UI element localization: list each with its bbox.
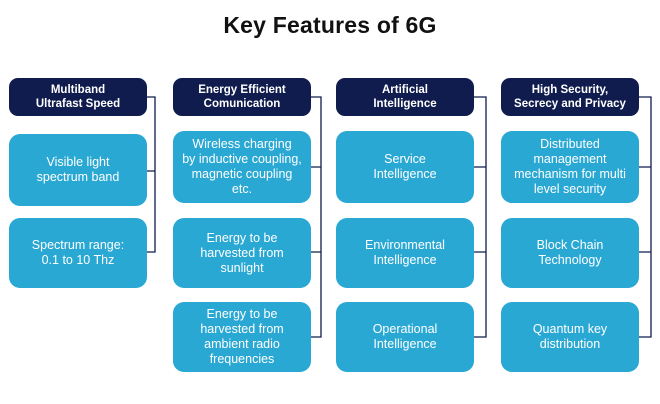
header-high-security: High Security, Secrecy and Privacy [501, 78, 639, 116]
card-quantum-key-distribution: Quantum key distribution [501, 302, 639, 372]
card-energy-sunlight: Energy to be harvested from sunlight [173, 218, 311, 288]
connector-col-3 [474, 96, 487, 338]
connector-col-1 [147, 96, 156, 253]
card-block-chain-technology: Block Chain Technology [501, 218, 639, 288]
connector-col-2 [311, 96, 322, 338]
header-energy-efficient-communication: Energy Efficient Comunication [173, 78, 311, 116]
header-artificial-intelligence: Artificial Intelligence [336, 78, 474, 116]
card-service-intelligence: Service Intelligence [336, 131, 474, 203]
connector-col-4 [639, 96, 652, 338]
card-visible-light-spectrum: Visible light spectrum band [9, 134, 147, 206]
card-spectrum-range: Spectrum range: 0.1 to 10 Thz [9, 218, 147, 288]
header-multiband-ultrafast-speed: Multiband Ultrafast Speed [9, 78, 147, 116]
card-energy-radio-frequencies: Energy to be harvested from ambient radi… [173, 302, 311, 372]
card-wireless-charging: Wireless charging by inductive coupling,… [173, 131, 311, 203]
page-title: Key Features of 6G [223, 12, 437, 38]
card-operational-intelligence: Operational Intelligence [336, 302, 474, 372]
card-distributed-management: Distributed management mechanism for mul… [501, 131, 639, 203]
card-environmental-intelligence: Environmental Intelligence [336, 218, 474, 288]
